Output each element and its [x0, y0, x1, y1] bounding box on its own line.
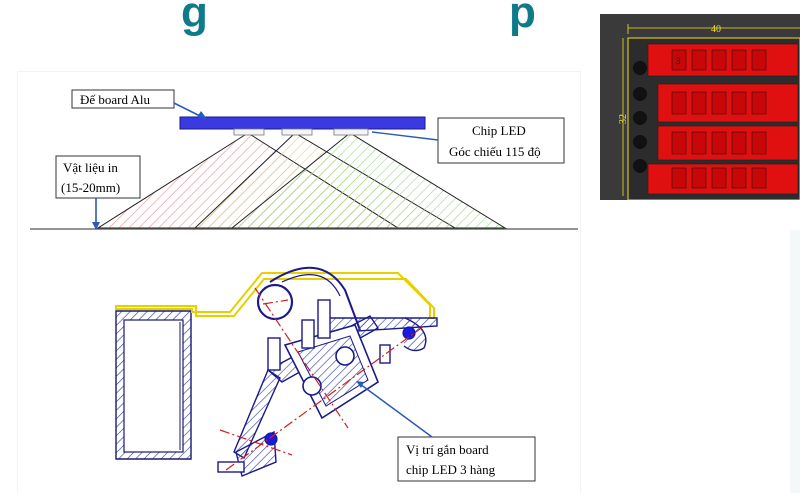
label-mount-line1: Vị trí gắn board [406, 442, 489, 457]
label-mount-line2: chip LED 3 hàng [406, 462, 496, 477]
label-box-alu-board [71, 89, 175, 109]
slide-edge-decoration [790, 230, 800, 493]
label-material-line2: (15-20mm) [61, 180, 120, 195]
pcb-dim-height: 32 [618, 114, 629, 124]
led-chips [233, 128, 369, 136]
center-lines [219, 287, 425, 471]
pcb-pad-label: 3 [676, 56, 681, 66]
projection-cones [96, 132, 507, 229]
pivot-circle [256, 283, 294, 321]
led-chip-position-bottom [264, 432, 278, 446]
title-fragment-right: p [509, 0, 536, 37]
alu-board [179, 116, 426, 130]
arrow-mount [359, 383, 433, 438]
label-material-line1: Vật liệu in [63, 160, 118, 175]
arrow-chip-led [371, 131, 439, 141]
pcb-layout-image: 40 32 3 [600, 14, 800, 200]
label-chip-led-line1: Chip LED [472, 123, 526, 138]
label-chip-led-line2: Góc chiếu 115 độ [449, 144, 541, 159]
title-fragment-left: g [181, 0, 208, 37]
arrow-alu-board [173, 102, 203, 118]
led-chip-position-top [402, 326, 416, 340]
label-box-chip-led [437, 117, 565, 164]
light-cone-right [230, 132, 507, 229]
pcb-dim-width: 40 [711, 24, 721, 35]
label-box-mount [397, 436, 536, 482]
label-alu-board: Đế board Alu [80, 92, 151, 107]
housing-profile [115, 310, 192, 460]
slide-title-fragment: g p [0, 0, 800, 38]
label-box-material [55, 155, 141, 199]
